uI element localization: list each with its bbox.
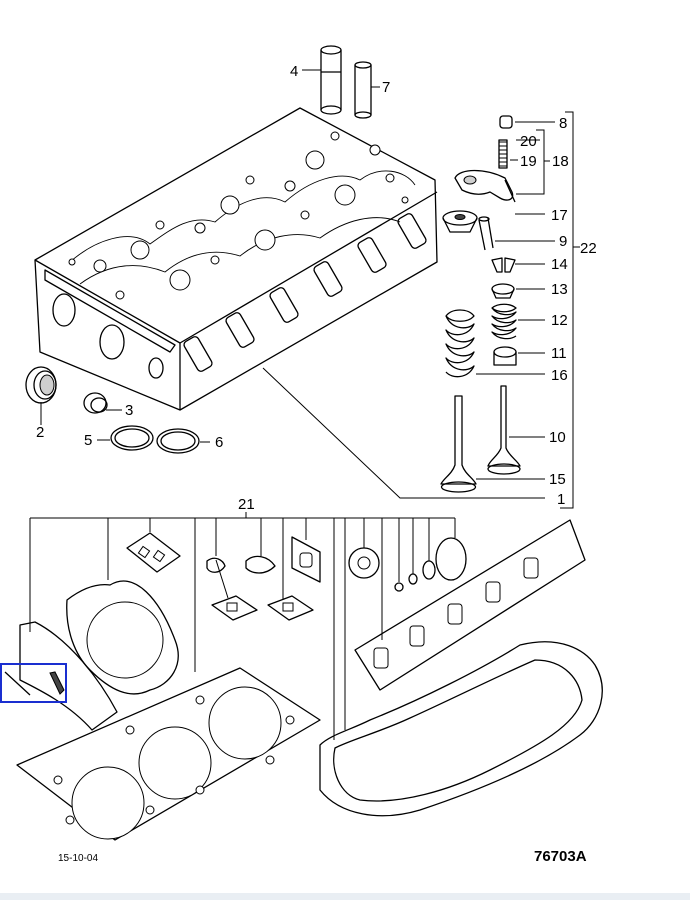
part-seal-11	[493, 346, 517, 366]
part-seal-2	[25, 366, 57, 404]
label-18: 18	[552, 153, 569, 170]
label-21: 21	[238, 496, 255, 513]
label-5: 5	[84, 432, 92, 449]
bottom-strip	[0, 893, 690, 900]
part-cover-gasket	[19, 621, 118, 731]
cylinder-head	[34, 107, 438, 411]
label-13: 13	[551, 281, 568, 298]
label-2: 2	[36, 424, 44, 441]
part-o-ring-6	[156, 428, 200, 454]
label-17: 17	[551, 207, 568, 224]
part-flange-gasket	[348, 547, 380, 579]
selection-highlight[interactable]	[0, 663, 67, 703]
part-cotters-14	[491, 257, 516, 273]
part-head-gasket	[16, 667, 321, 841]
label-12: 12	[551, 312, 568, 329]
part-rocker-cover-gasket	[319, 641, 603, 817]
part-spring-retainer-17	[442, 210, 478, 233]
part-valve-15	[440, 395, 477, 493]
label-6: 6	[215, 434, 223, 451]
part-screw-20	[498, 139, 508, 169]
part-valve-10	[487, 385, 521, 475]
part-gasket-f	[267, 595, 314, 621]
leader-lines	[29, 69, 580, 740]
part-cap-8	[499, 115, 513, 129]
drawing-date: 15-10-04	[58, 853, 98, 864]
label-11: 11	[551, 345, 567, 362]
part-gasket-c	[245, 555, 276, 574]
label-14: 14	[551, 256, 568, 273]
drawing-number: 76703A	[534, 848, 587, 865]
label-10: 10	[549, 429, 566, 446]
label-9: 9	[559, 233, 567, 250]
part-gasket-e	[211, 595, 258, 621]
part-o-ring-5	[110, 425, 154, 451]
label-8: 8	[559, 115, 567, 132]
part-labels: 1 2 3 4 5 6 7 8 9 10 11 12 13 14 15 16 1…	[36, 63, 597, 513]
part-pump-gasket	[66, 580, 179, 695]
part-rocker-arm-18	[454, 169, 516, 203]
label-1: 1	[557, 491, 565, 508]
part-spring-12	[491, 303, 517, 340]
part-gasket-plate-a	[126, 532, 181, 573]
label-15: 15	[549, 471, 566, 488]
part-manifold-gasket	[354, 519, 586, 691]
part-plug-3	[83, 392, 108, 414]
label-20: 20	[520, 133, 537, 150]
part-pushrod-9	[478, 216, 494, 251]
label-7: 7	[382, 79, 390, 96]
part-washers	[394, 537, 467, 592]
part-gasket-d	[291, 536, 321, 583]
part-tube-7	[354, 61, 372, 119]
part-sleeve-4	[320, 45, 342, 115]
part-cap-13	[491, 283, 515, 299]
label-3: 3	[125, 402, 133, 419]
part-spring-16	[445, 309, 475, 378]
label-19: 19	[520, 153, 537, 170]
part-gasket-b	[206, 557, 226, 573]
label-16: 16	[551, 367, 568, 384]
label-22: 22	[580, 240, 597, 257]
label-4: 4	[290, 63, 298, 80]
